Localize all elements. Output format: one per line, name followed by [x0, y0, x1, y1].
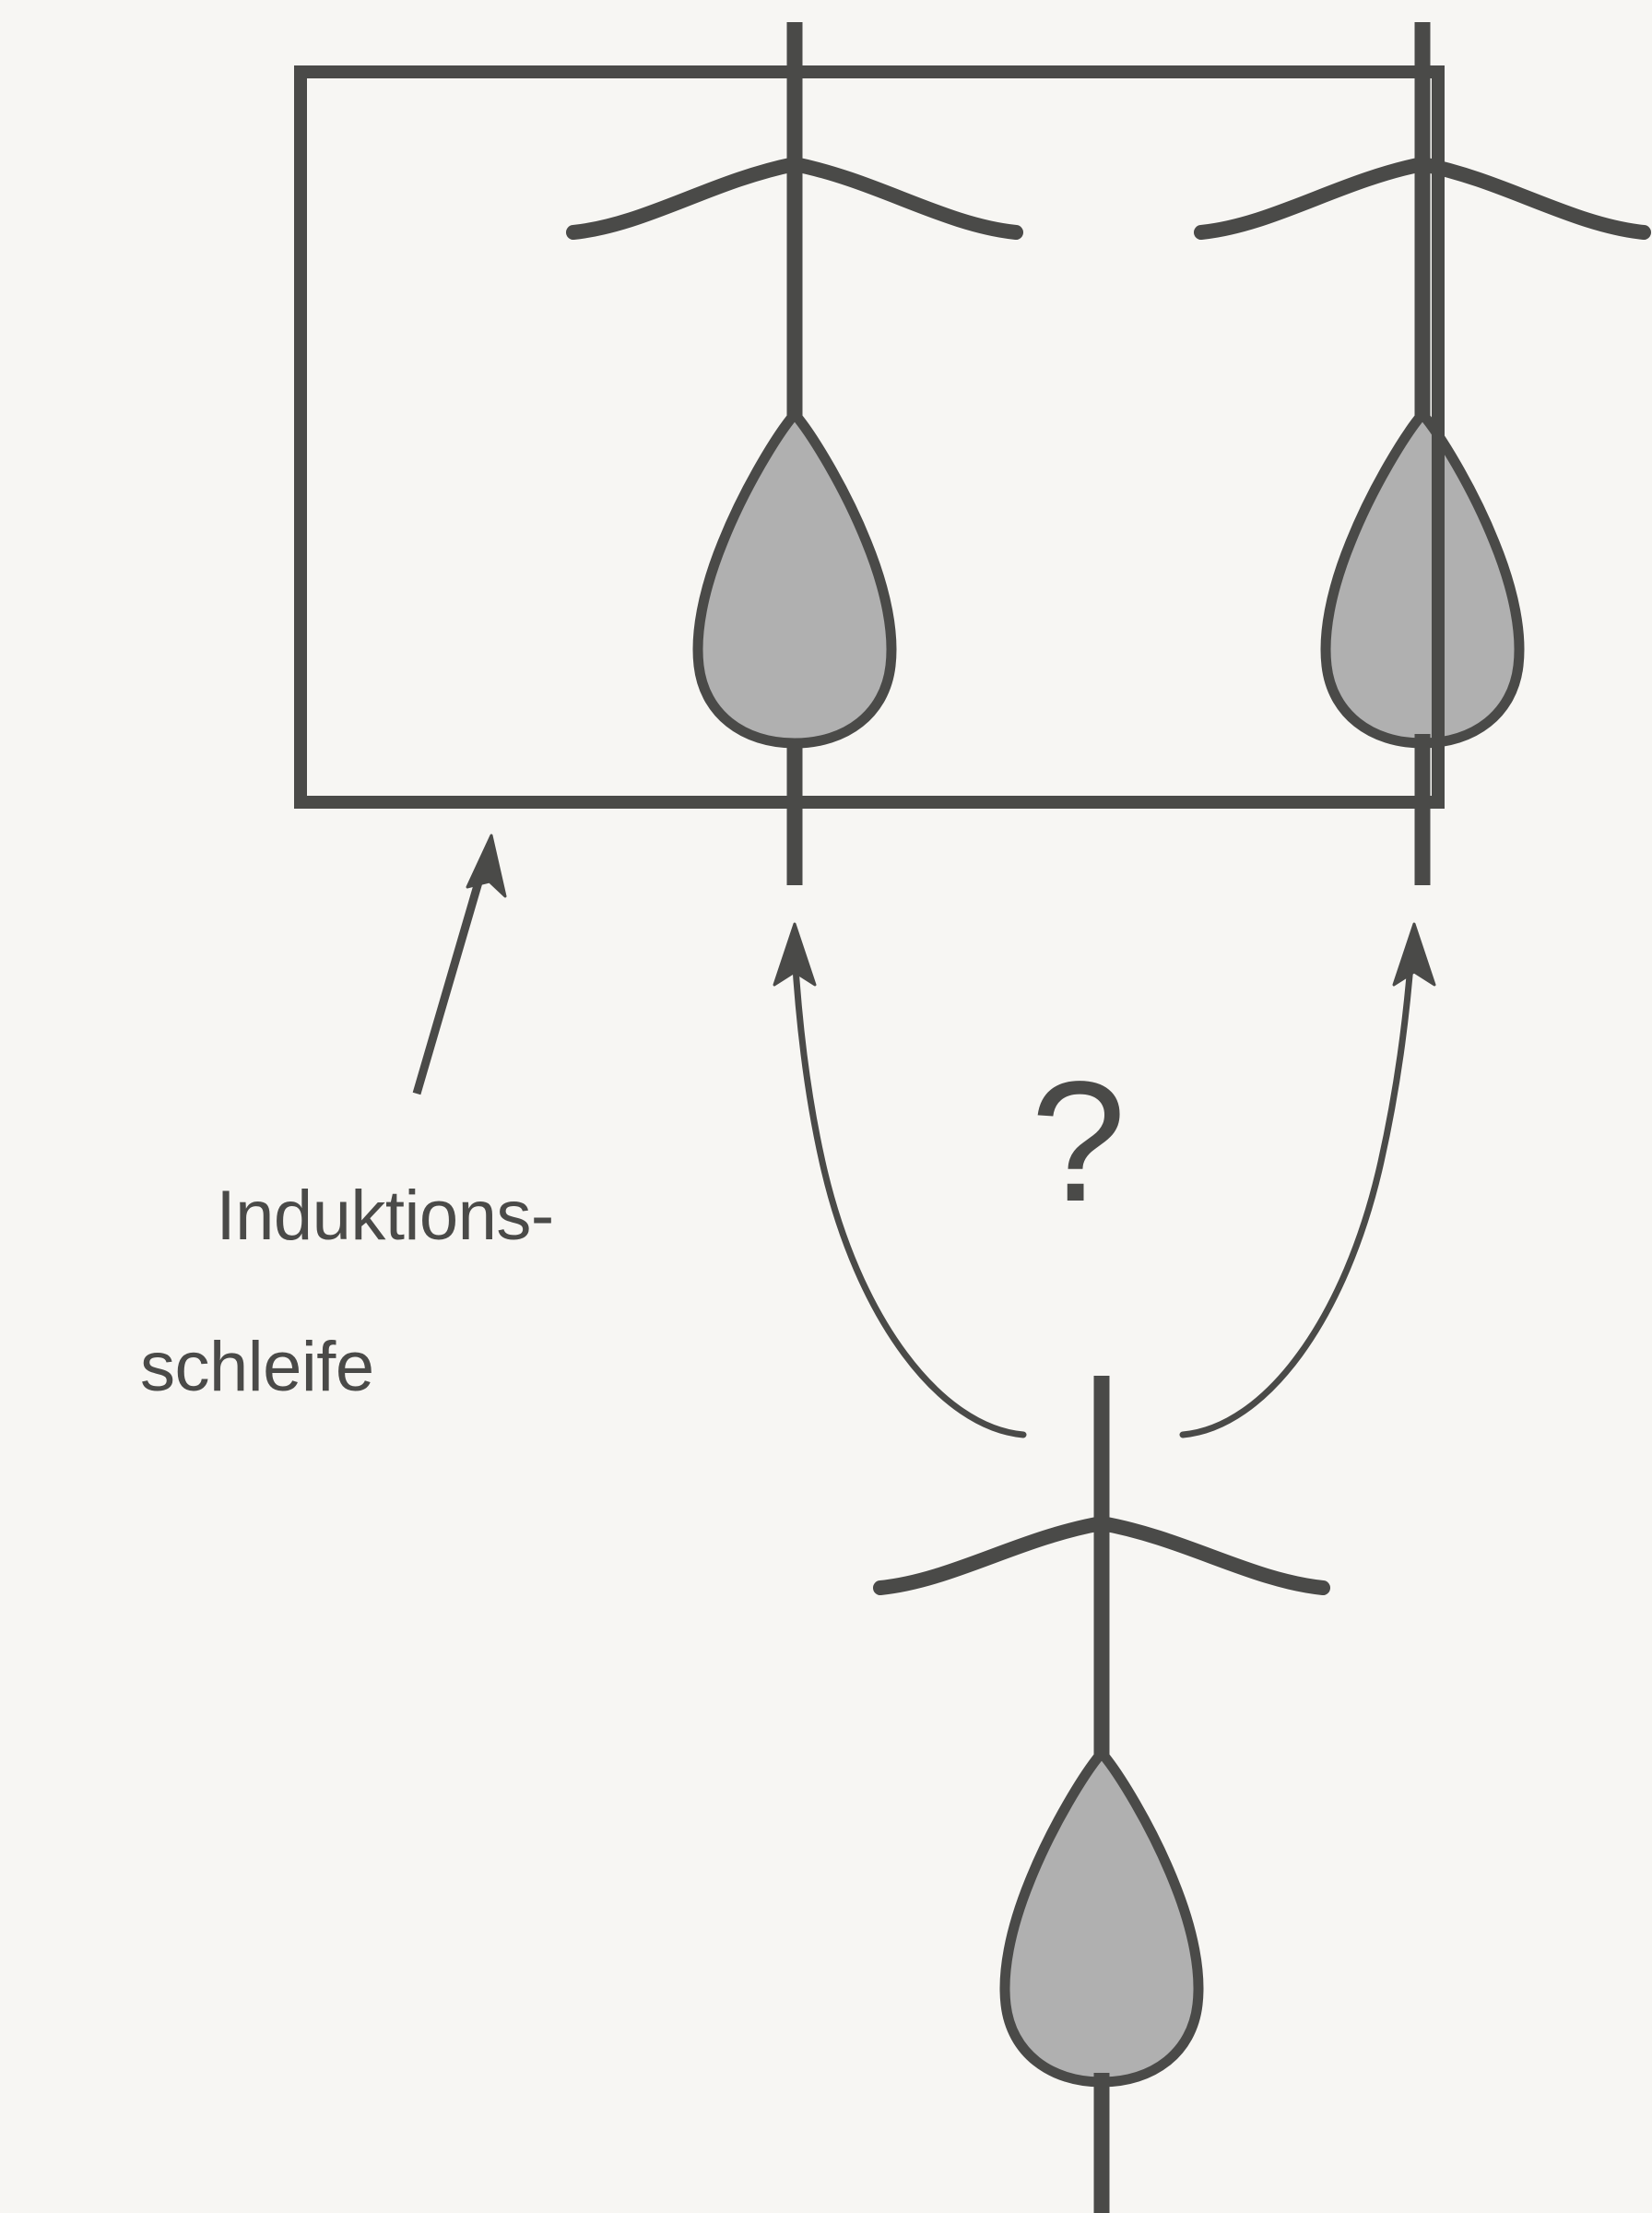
question-mark-label: ?: [1031, 1047, 1127, 1237]
mast-crossarm-bottom: [873, 1516, 1330, 1595]
signal-head-left: [692, 408, 897, 749]
induction-loop-label: Induktions- schleife: [140, 1103, 554, 1556]
arrow-curve-left-head: [773, 922, 817, 987]
signal-mast-left: [566, 22, 1023, 885]
signal-mast-right: [1194, 22, 1651, 885]
arrow-bottom-to-right-mast: [1179, 922, 1436, 1438]
induction-loop-right-edge-overlay: [1378, 72, 1445, 809]
arrow-label-shaft: [412, 852, 491, 1095]
arrow-curve-right-head: [1392, 922, 1436, 987]
arrow-label-head: [466, 834, 507, 898]
mast-crossarm-right: [1194, 157, 1651, 240]
signal-mast-bottom: [873, 1376, 1330, 2213]
arrow-bottom-to-left-mast: [773, 922, 1027, 1438]
arrow-curve-left-shaft: [791, 950, 1027, 1438]
arrow-curve-right-shaft: [1179, 950, 1415, 1438]
induction-loop-label-line2: schleife: [140, 1328, 374, 1407]
mast-crossarm-left: [566, 157, 1023, 240]
induction-loop-label-line1: Induktions-: [216, 1177, 554, 1256]
arrow-label-to-loop: [412, 834, 507, 1095]
